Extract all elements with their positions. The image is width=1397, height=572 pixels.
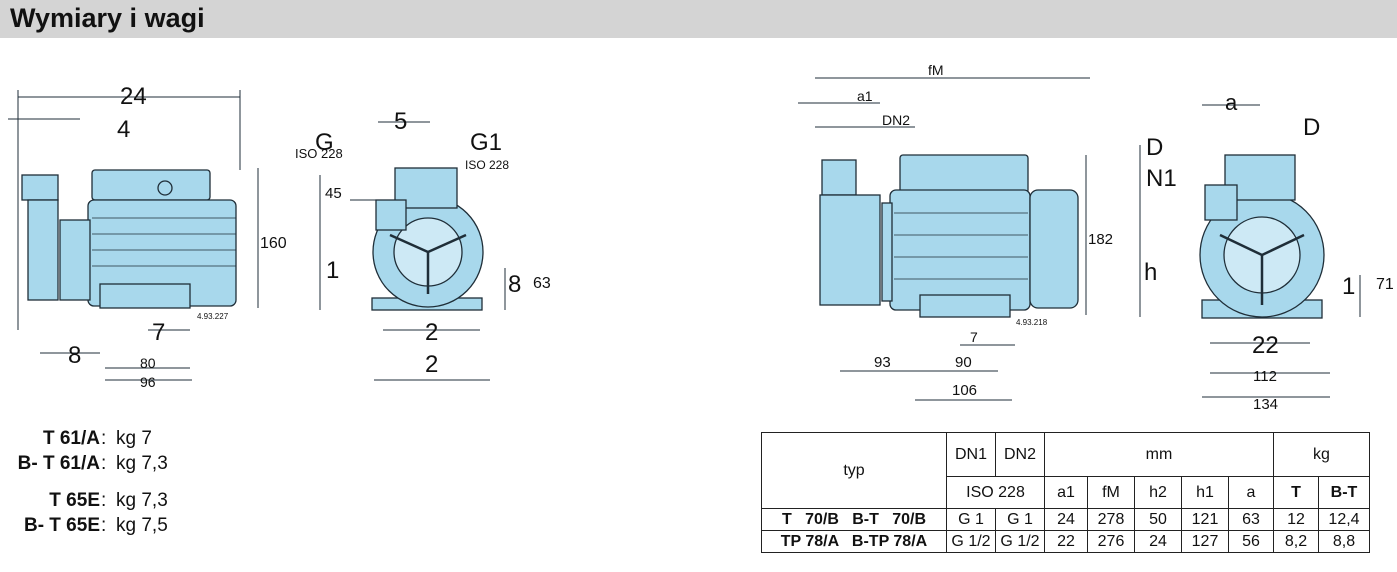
dim-7: 7: [152, 319, 165, 346]
section-header: Wymiary i wagi: [0, 0, 1397, 38]
dim-a: a: [1225, 90, 1238, 115]
dim-7: 7: [970, 329, 978, 345]
dim-112: 112: [1253, 368, 1277, 385]
dim-182: 182: [1088, 231, 1113, 248]
dim-5: 5: [394, 108, 407, 135]
dim-2a: 2: [425, 319, 438, 346]
dim-fM: fM: [928, 62, 944, 78]
label-G: G: [315, 129, 334, 156]
cell-fM: 276: [1087, 530, 1135, 553]
label-iso-right: ISO 228: [465, 158, 509, 172]
dim-93: 93: [874, 354, 891, 371]
cell-BT: 8,8: [1318, 530, 1370, 553]
weight-sep: :: [101, 453, 107, 474]
weight-row: T 65E : kg 7,3: [0, 490, 200, 514]
th-h1: h1: [1181, 476, 1229, 509]
weight-model: B- T 65E: [23, 515, 100, 536]
cell-h1: 127: [1181, 530, 1229, 553]
cell-a1: 24: [1044, 508, 1088, 531]
spec-table: typ DN1 DN2 mm kg ISO 228 a1 fM h2 h1 a …: [761, 432, 1370, 553]
weight-model: T 65E: [49, 490, 100, 511]
cell-a: 63: [1228, 508, 1274, 531]
dim-160: 160: [260, 235, 287, 252]
weight-sep: :: [101, 515, 107, 536]
drawing-ref-2: 4.93.218: [1016, 318, 1048, 327]
label-iso-left: ISO 228: [295, 146, 343, 161]
th-a1: a1: [1044, 476, 1088, 509]
table-row: TP 78/A B-TP 78/A G 1/2 G 1/2 22 276 24 …: [761, 530, 1370, 553]
pump-side-view-drawing-1: 24 4 160 7 8 80 96 4.93.227: [8, 83, 287, 390]
cell-T: 12: [1273, 508, 1319, 531]
weight-row: B- T 61/A : kg 7,3: [0, 453, 200, 477]
weight-value: kg 7: [116, 428, 152, 449]
cell-T: 8,2: [1273, 530, 1319, 553]
weight-value: kg 7,5: [116, 515, 168, 536]
weight-sep: :: [101, 490, 107, 511]
dim-71: 71: [1376, 276, 1394, 293]
dim-8: 8: [508, 271, 521, 298]
th-dn1: DN1: [946, 432, 996, 477]
dim-h: h: [1144, 259, 1157, 286]
section-title: Wymiary i wagi: [10, 3, 205, 33]
cell-a: 56: [1228, 530, 1274, 553]
th-typ: typ: [761, 432, 947, 509]
dim-90: 90: [955, 354, 972, 371]
pump-front-view-drawing-2: G ISO 228 5 G1 ISO 228 45 1 8 63 2 2: [295, 108, 551, 381]
cell-h2: 24: [1134, 530, 1182, 553]
th-T: T: [1273, 476, 1319, 509]
cell-typ: T 70/B B-T 70/B: [761, 508, 947, 531]
cell-typ: TP 78/A B-TP 78/A: [761, 530, 947, 553]
dim-4: 4: [117, 116, 130, 143]
dim-8: 8: [68, 342, 81, 369]
label-G1: G1: [470, 129, 502, 156]
cell-BT: 12,4: [1318, 508, 1370, 531]
weight-model: T 61/A: [42, 428, 100, 449]
weight-value: kg 7,3: [116, 453, 168, 474]
dim-2b: 2: [425, 351, 438, 378]
dim-24: 24: [120, 83, 147, 110]
drawing-ref: 4.93.227: [197, 312, 229, 321]
cell-dn2: G 1/2: [995, 530, 1045, 553]
th-BT: B-T: [1318, 476, 1370, 509]
th-mm: mm: [1044, 432, 1274, 477]
dim-1: 1: [1342, 273, 1355, 300]
label-N1: N1: [1146, 165, 1177, 192]
label-D-right: D: [1303, 114, 1320, 141]
dim-106: 106: [952, 382, 977, 399]
dim-80: 80: [140, 355, 156, 371]
dim-134: 134: [1253, 396, 1278, 413]
th-h2: h2: [1134, 476, 1182, 509]
weight-row: B- T 65E : kg 7,5: [0, 515, 200, 539]
cell-dn2: G 1: [995, 508, 1045, 531]
th-iso: ISO 228: [946, 476, 1045, 509]
weight-model: B- T 61/A: [17, 453, 100, 474]
weight-sep: :: [101, 428, 107, 449]
dim-63: 63: [533, 275, 551, 292]
cell-h2: 50: [1134, 508, 1182, 531]
pump-front-view-drawing-4: a D D N1 h 1 71 22 112 134: [1139, 90, 1394, 413]
th-a: a: [1228, 476, 1274, 509]
th-dn2: DN2: [995, 432, 1045, 477]
dim-22: 22: [1252, 332, 1279, 359]
dim-45: 45: [325, 185, 342, 202]
cell-a1: 22: [1044, 530, 1088, 553]
weight-row: T 61/A : kg 7: [0, 428, 200, 452]
cell-dn1: G 1/2: [946, 530, 996, 553]
th-kg: kg: [1273, 432, 1370, 477]
pump-side-view-drawing-3: fM a1 DN2 182 7 93 90 106 4.93.218: [798, 62, 1113, 401]
dim-DN2: DN2: [882, 112, 910, 128]
table-row: T 70/B B-T 70/B G 1 G 1 24 278 50 121 63…: [761, 508, 1370, 531]
cell-dn1: G 1: [946, 508, 996, 531]
dim-a1: a1: [857, 88, 873, 104]
cell-fM: 278: [1087, 508, 1135, 531]
label-D-left: D: [1146, 134, 1163, 161]
cell-h1: 121: [1181, 508, 1229, 531]
dim-1: 1: [326, 257, 339, 284]
dim-96: 96: [140, 374, 156, 390]
weight-value: kg 7,3: [116, 490, 168, 511]
th-fM: fM: [1087, 476, 1135, 509]
